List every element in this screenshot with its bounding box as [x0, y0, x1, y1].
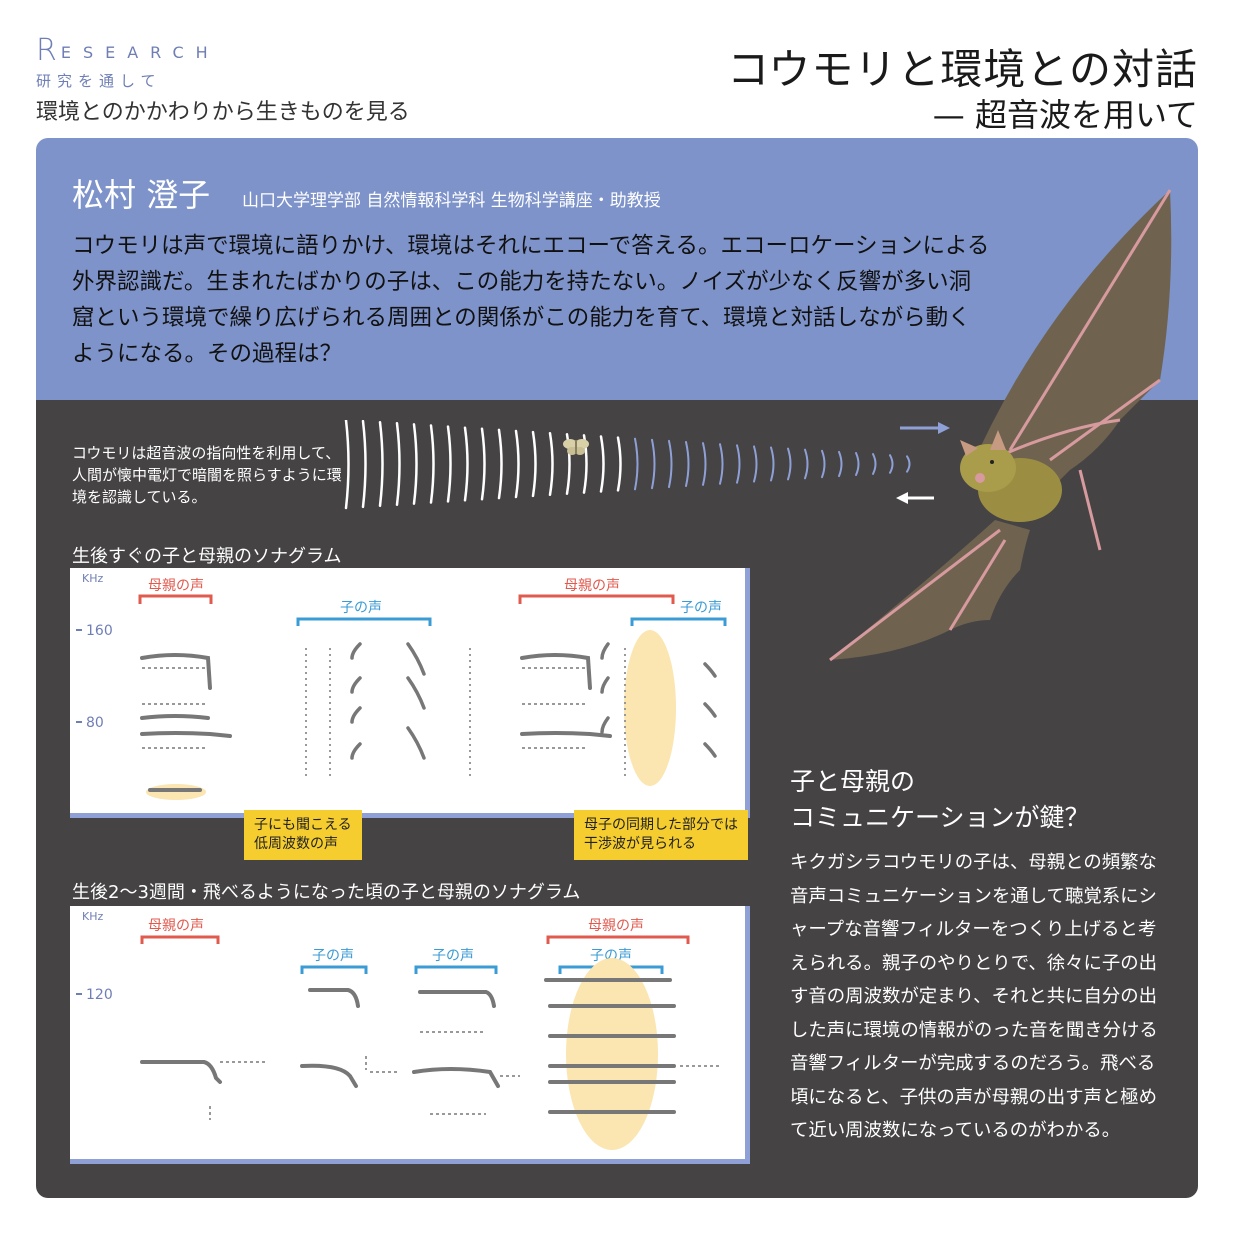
sonogram1-child-label-b: 子の声 [680, 600, 722, 616]
sound-wave-arc [395, 422, 401, 506]
author-name: 松村 澄子 [72, 176, 211, 214]
research-initial: R [36, 33, 57, 68]
intro-panel [36, 138, 1198, 400]
sound-wave-arc [838, 450, 843, 478]
sonogram1-tick-80: 80 [86, 715, 104, 731]
sonogram2-child-label-c: 子の声 [590, 948, 632, 964]
sound-wave-arc [668, 439, 673, 489]
sound-wave-arc [906, 455, 911, 473]
intro-text: コウモリは声で環境に語りかけ、環境はそれにエコーで答える。エコーロケーションによ… [72, 233, 990, 367]
sound-wave-arc [634, 437, 639, 491]
sonogram1-callout-right: 母子の同期した部分では 干渉波が見られる [574, 810, 748, 860]
sonogram1-label: 生後すぐの子と母親のソナグラム [72, 546, 342, 567]
sonogram1-child-label-a: 子の声 [340, 600, 382, 616]
sound-wave-arc [480, 427, 486, 501]
sound-wave-arc [889, 454, 894, 474]
page-subtitle: — 超音波を用いて [932, 96, 1198, 134]
sonogram2-child-label-a: 子の声 [312, 948, 354, 964]
research-subtitle: 研究を通して [36, 72, 162, 90]
return-arrowhead [896, 492, 908, 504]
sonogram2-unit: KHz [82, 910, 103, 923]
sound-wave-arc [702, 442, 707, 486]
sound-waves [344, 420, 950, 510]
sonogram2-label: 生後2〜3週間・飛べるようになった頃の子と母親のソナグラム [72, 882, 581, 903]
sound-wave-arc [753, 445, 758, 483]
sound-wave-arc [344, 420, 350, 510]
sound-wave-arc [872, 453, 877, 475]
sonogram2-mother-label-a: 母親の声 [148, 918, 204, 934]
right-body: キクガシラコウモリの子は、母親との頻繁な音声コミュニケーションを通して聴覚系にシ… [790, 852, 1158, 1141]
research-word: ESEARCH [60, 43, 220, 62]
moth-icon [563, 439, 589, 455]
sonogram1-mother-label-b: 母親の声 [564, 578, 620, 594]
research-tagline: 環境とのかかわりから生きものを見る [36, 100, 410, 125]
sonogram2-mother-label-b: 母親の声 [588, 918, 644, 934]
page-title: コウモリと環境との対話 [727, 45, 1198, 94]
sound-wave-arc [616, 436, 622, 492]
sound-wave-arc [548, 431, 554, 497]
sound-wave-arc [821, 449, 826, 479]
sound-wave-arc [412, 423, 418, 505]
sound-wave-arc [446, 425, 452, 503]
sonogram1-callout-left: 子にも聞こえる 低周波数の声 [244, 810, 362, 860]
sound-wave-arc [531, 430, 537, 498]
sonogram2-plot: KHz 120 母親の声 子の声 子の声 母親の声 子の声 [76, 910, 720, 1150]
sound-wave-arc [651, 438, 656, 490]
sonogram1-unit: KHz [82, 572, 103, 585]
author-affiliation: 山口大学理学部 自然情報科学科 生物科学講座・助教授 [242, 191, 661, 211]
sound-wave-arc [736, 444, 741, 484]
sonogram2-tick-120: 120 [86, 987, 113, 1003]
sonogram1: KHz 160 80 母親の声 子の声 母親の声 子の声 [70, 568, 750, 818]
sound-wave-arc [514, 429, 520, 499]
sound-wave-arc [787, 447, 792, 481]
bat-note: コウモリは超音波の指向性を利用して、人間が懐中電灯で暗闇を照らすように環境を認識… [72, 444, 342, 506]
sonogram1-tick-160: 160 [86, 623, 113, 639]
sonogram2: KHz 120 母親の声 子の声 子の声 母親の声 子の声 [70, 906, 750, 1164]
sound-wave-arc [497, 428, 503, 500]
sound-wave-arc [463, 426, 469, 502]
sound-wave-arc [719, 443, 724, 485]
sound-wave-arc [429, 424, 435, 504]
sonogram1-plot: KHz 160 80 母親の声 子の声 母親の声 子の声 [76, 572, 727, 800]
sound-wave-arc [599, 435, 605, 493]
right-heading: 子と母親の コミュニケーションが鍵？ [790, 767, 1090, 832]
sonogram1-mother-label-a: 母親の声 [148, 578, 204, 594]
sound-wave-arc [378, 420, 384, 508]
outgoing-arrowhead [938, 422, 950, 434]
sonogram2-child-label-b: 子の声 [432, 948, 474, 964]
sound-wave-arc [804, 448, 809, 480]
sound-wave-arc [685, 441, 690, 487]
bat-illustration [829, 189, 1172, 662]
sound-wave-arc [855, 452, 860, 476]
sound-wave-arc [770, 446, 775, 482]
sound-wave-arc [361, 420, 367, 509]
